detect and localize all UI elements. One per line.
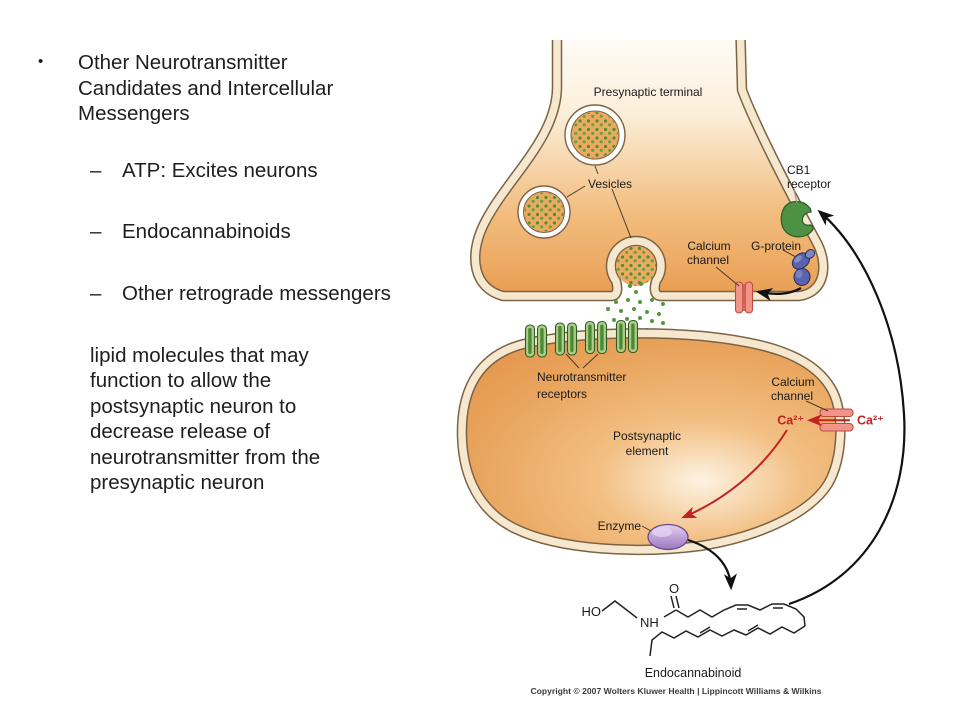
enzyme-shape [647, 523, 689, 551]
dash-marker: – [90, 159, 102, 182]
label-postsynaptic-element: Postsynaptic [613, 429, 681, 443]
sub-bullet-label: Endocannabinoids [122, 220, 291, 243]
body-paragraph-line: postsynaptic neuron to [90, 394, 297, 418]
slide-title-line: Messengers [78, 102, 190, 125]
sub-bullet-item: –Endocannabinoids [90, 220, 291, 244]
presynaptic-terminal-shape [470, 40, 829, 302]
arrow-gprotein-to-channel [755, 287, 802, 302]
vesicle [564, 104, 626, 166]
body-paragraph-line: neurotransmitter from the [90, 445, 321, 469]
label-endocannabinoid: Endocannabinoid [645, 666, 742, 680]
label-postsynaptic-element: element [626, 444, 669, 458]
calcium-channel-postsynaptic [819, 408, 854, 432]
body-paragraph-line: lipid molecules that may [90, 344, 309, 367]
label-ca-ion-right: Ca²⁺ [857, 414, 884, 428]
label-ca-ion-left: Ca²⁺ [777, 414, 804, 428]
label-atom-nh: NH [640, 615, 659, 630]
label-presynaptic-terminal: Presynaptic terminal [594, 85, 703, 99]
leader-cb1 [793, 189, 798, 204]
label-atom-ho: HO [582, 604, 602, 619]
arrow-enzyme-to-structure [687, 538, 737, 591]
label-cb1-receptor: receptor [787, 177, 831, 191]
g-protein-shape [791, 249, 816, 287]
label-cb1-receptor: CB1 [787, 163, 811, 177]
leader-lines [565, 165, 829, 532]
sub-bullet-item: –Other retrograde messengers [90, 282, 391, 306]
label-enzyme: Enzyme [598, 519, 642, 533]
label-calcium-channel-presyn: Calcium [687, 239, 730, 253]
body-paragraph-line: decrease release of [90, 420, 271, 444]
fusing-vesicle [616, 246, 656, 294]
body-paragraph-line: function to allow the [90, 369, 272, 393]
dash-marker: – [90, 282, 102, 305]
bullet-marker: • [38, 53, 44, 70]
sub-bullet-label: ATP: Excites neurons [122, 159, 318, 182]
label-nt-receptors: receptors [537, 387, 587, 401]
sub-bullet-item: –ATP: Excites neurons [90, 159, 318, 183]
chemical-structure [601, 595, 806, 657]
label-vesicles: Vesicles [588, 177, 632, 191]
label-nt-receptors: Neurotransmitter [537, 370, 626, 384]
body-paragraph: lipid molecules that may function to all… [90, 343, 320, 495]
copyright-text: Copyright © 2007 Wolters Kluwer Health |… [530, 686, 821, 696]
dash-marker: – [90, 220, 102, 243]
body-paragraph-line: presynaptic neuron [90, 471, 265, 495]
slide-title-line: Candidates and Intercellular [78, 76, 334, 100]
label-calcium-channel-presyn: channel [687, 253, 729, 267]
slide-title-line: Other Neurotransmitter [78, 51, 288, 74]
sub-bullet-label: Other retrograde messengers [122, 282, 391, 305]
slide-title: Other Neurotransmitter Candidates and In… [78, 50, 333, 127]
label-g-protein: G-protein [751, 239, 801, 253]
label-atom-o: O [669, 581, 679, 596]
calcium-channel-presynaptic [734, 281, 754, 314]
label-calcium-channel-postsyn: channel [771, 389, 813, 403]
synapse-diagram: Presynaptic terminal Vesicles Calcium ch… [456, 40, 906, 696]
cb1-receptor-shape [780, 200, 814, 238]
vesicle [517, 185, 571, 239]
arrow-ca-to-enzyme [681, 429, 788, 519]
arrow-endocannabinoid-to-cb1 [788, 209, 906, 606]
label-calcium-channel-postsyn: Calcium [771, 375, 814, 389]
